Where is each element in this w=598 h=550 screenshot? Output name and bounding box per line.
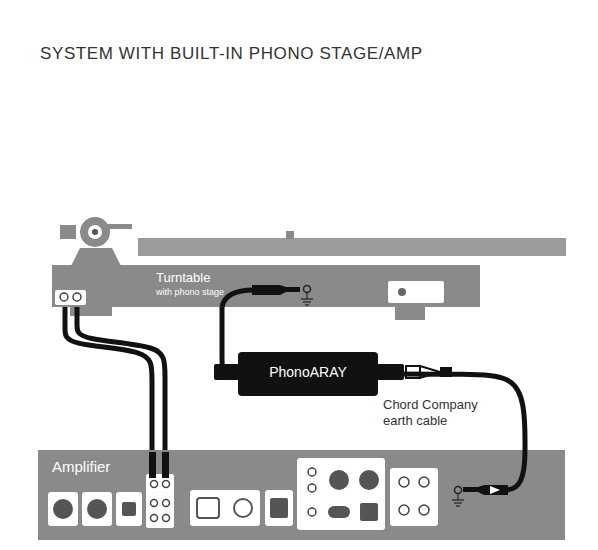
- platter: [286, 231, 294, 239]
- cable: [65, 307, 165, 450]
- earth-post: [305, 304, 309, 305]
- tonearm: [60, 217, 132, 268]
- io-panel: [297, 458, 385, 530]
- spade-connector: [252, 285, 300, 295]
- io-panel: [308, 484, 316, 492]
- node-title: Amplifier: [52, 458, 551, 476]
- amp-earth-terminal: [456, 505, 460, 506]
- node-subtitle: with phono stage: [156, 286, 470, 298]
- cable: [222, 307, 238, 374]
- rca-outputs: [399, 505, 409, 515]
- digital-inputs: [234, 499, 252, 517]
- node-title: PhonoARAY: [246, 352, 370, 392]
- earth-post: [301, 286, 313, 306]
- xlr-sockets: [87, 499, 107, 519]
- rca-inputs: [151, 515, 158, 522]
- rca-sockets: [73, 293, 81, 301]
- digital-inputs: [270, 498, 288, 518]
- phonoaray-plugs: [440, 367, 452, 377]
- platter: [138, 231, 566, 256]
- plinth: [52, 265, 480, 307]
- earth-spade: [505, 450, 525, 490]
- rca-inputs: [146, 474, 174, 528]
- diagram-title: SYSTEM WITH BUILT-IN PHONO STAGE/AMP: [40, 44, 423, 64]
- plinth: [52, 265, 480, 320]
- xlr-sockets: [48, 492, 78, 526]
- rca-plugs: [162, 452, 169, 478]
- io-panel: [328, 506, 350, 518]
- rca-sockets: [60, 293, 68, 301]
- rca-plugs: [149, 452, 156, 478]
- rca-sockets: [55, 290, 86, 305]
- earth-post: [304, 286, 311, 293]
- io-panel: [308, 468, 316, 476]
- io-panel: [297, 458, 385, 530]
- amplifier-body: [38, 450, 565, 540]
- spade-connector: [222, 285, 300, 307]
- xlr-sockets: [122, 502, 136, 516]
- amplifier-box: Amplifier: [38, 450, 565, 540]
- plinth: [388, 281, 444, 303]
- xlr-sockets: [82, 492, 112, 526]
- phonoaray-box: PhonoARAY: [238, 352, 378, 396]
- rca-inputs: [163, 500, 170, 507]
- earth-spade: [463, 450, 525, 495]
- tonearm: [80, 217, 110, 247]
- earth-post: [301, 298, 313, 299]
- amplifier-body: [38, 450, 565, 540]
- digital-inputs: [190, 490, 293, 526]
- rca-inputs: [163, 481, 170, 488]
- phonoaray-plugs: [376, 364, 404, 380]
- amp-earth-terminal: [452, 499, 464, 500]
- io-panel: [360, 503, 378, 521]
- earth-spade: [463, 485, 508, 495]
- rca-inputs: [151, 500, 158, 507]
- plinth: [70, 307, 112, 316]
- io-panel: [308, 508, 316, 516]
- rca-outputs: [390, 468, 438, 526]
- node-title: Turntable: [156, 270, 470, 286]
- platter: [138, 238, 566, 256]
- rca-plugs: [149, 452, 169, 478]
- phonoaray-plugs: [214, 364, 240, 380]
- earth-spade: [490, 486, 500, 494]
- earth-post: [303, 301, 311, 302]
- xlr-sockets: [48, 492, 142, 526]
- cable-label: Chord Company earth cable: [383, 397, 493, 429]
- tonearm: [60, 225, 76, 239]
- tonearm: [88, 225, 102, 239]
- rca-inputs: [146, 474, 174, 528]
- rca-outputs: [419, 505, 429, 515]
- io-panel: [359, 470, 379, 490]
- turntable-box: Turntablewith phono stage: [52, 265, 480, 307]
- xlr-sockets: [116, 492, 142, 526]
- rca-inputs: [163, 515, 170, 522]
- rca-outputs: [419, 477, 429, 487]
- plinth: [395, 307, 425, 320]
- rca-inputs: [151, 481, 158, 488]
- digital-inputs: [197, 498, 219, 518]
- spade-connector: [222, 290, 254, 307]
- amp-earth-terminal: [455, 487, 462, 494]
- xlr-sockets: [53, 499, 73, 519]
- amp-earth-terminal: [452, 487, 464, 507]
- rca-outputs: [390, 468, 438, 526]
- io-panel: [329, 470, 349, 490]
- amp-earth-terminal: [457, 494, 458, 500]
- phonoaray-plugs: [420, 366, 440, 378]
- rca-sockets: [55, 290, 86, 305]
- phonoaray-plugs: [406, 366, 420, 378]
- rca-outputs: [399, 477, 409, 487]
- digital-inputs: [190, 490, 260, 526]
- cable: [378, 374, 525, 450]
- amp-earth-terminal: [454, 502, 462, 503]
- plinth: [398, 288, 406, 296]
- tonearm: [92, 229, 98, 235]
- digital-inputs: [265, 490, 293, 526]
- earth-post: [306, 293, 307, 299]
